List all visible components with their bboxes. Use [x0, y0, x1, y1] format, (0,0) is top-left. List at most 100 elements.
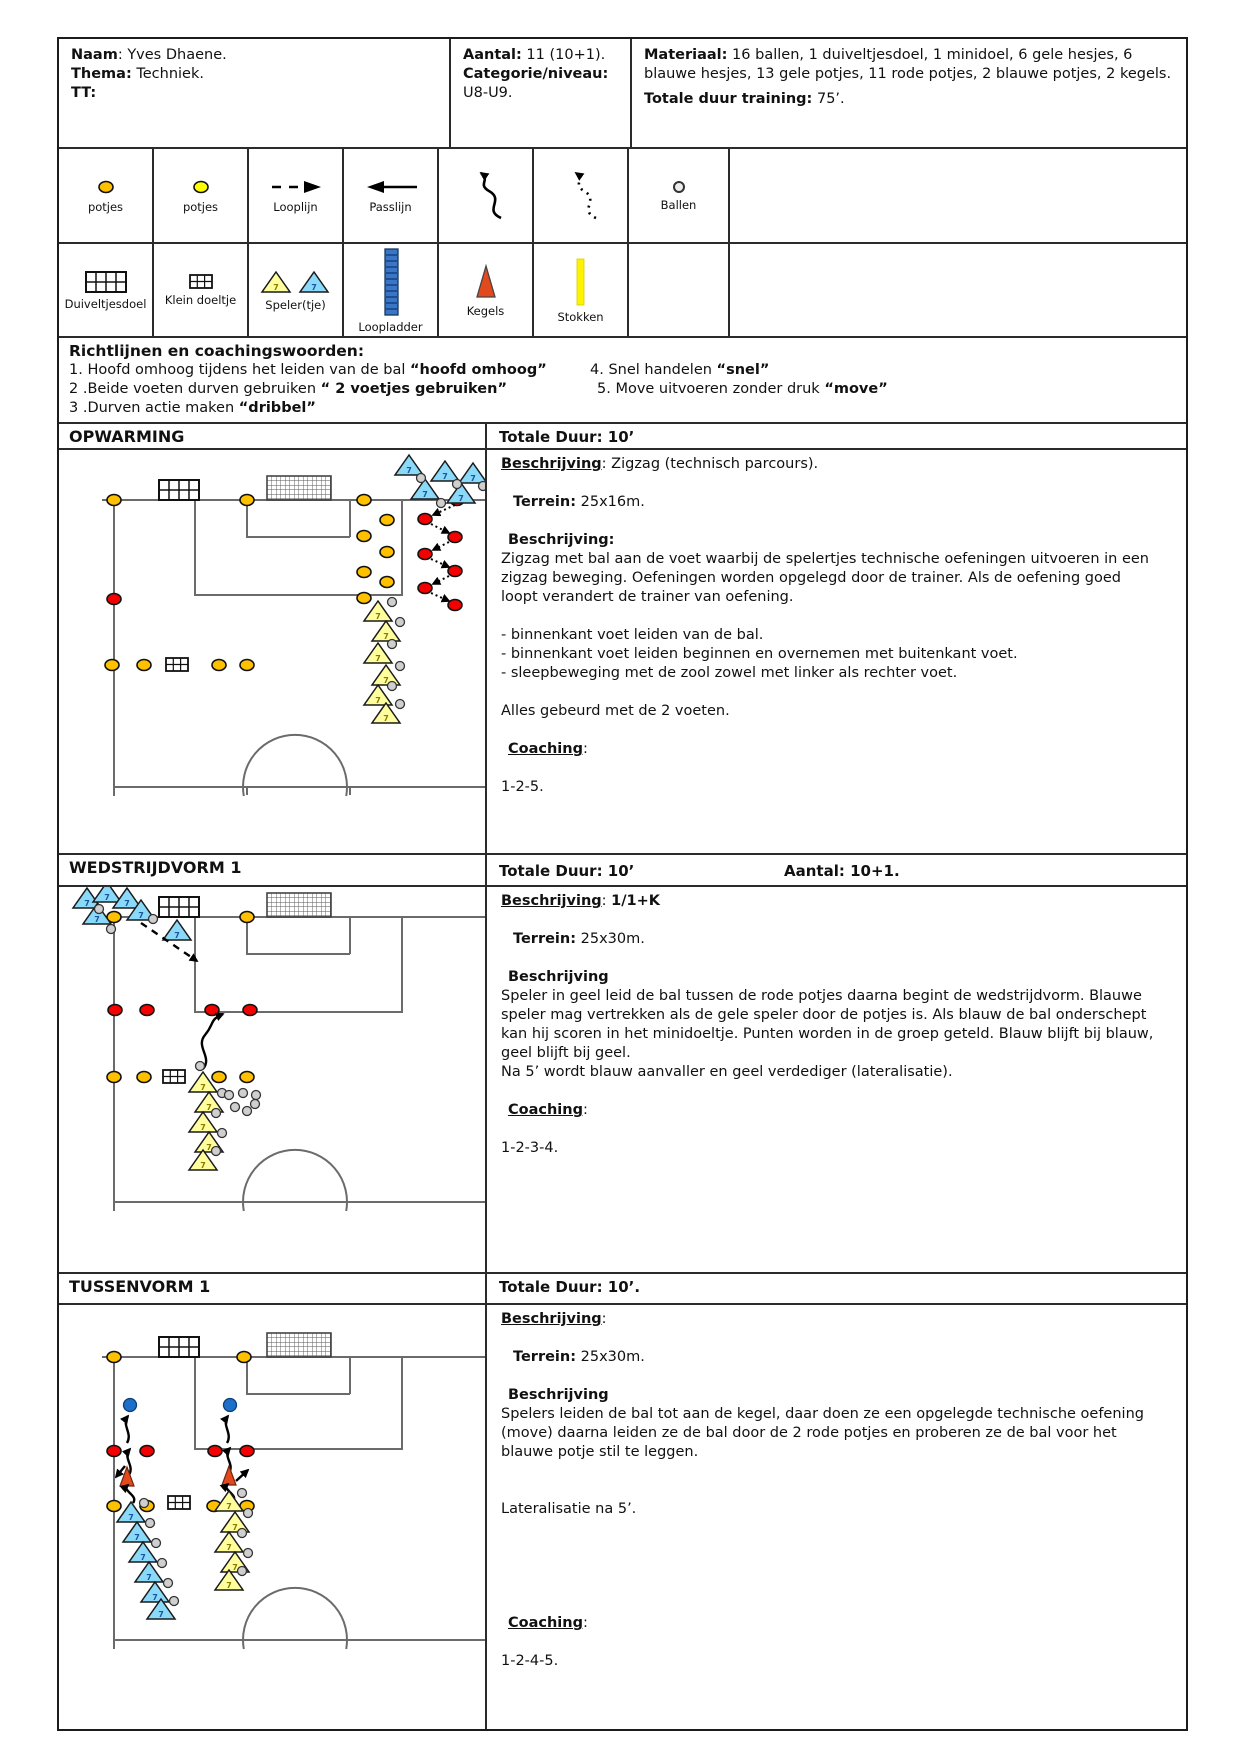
- wedstrijdvorm-header: WEDSTRIJDVORM 1: [59, 855, 487, 887]
- legend-spelertje: Speler(tje): [249, 244, 344, 338]
- opwarming-text-cell: Beschrijving: Zigzag (technisch parcours…: [487, 450, 1186, 855]
- legend-empty-2: [629, 244, 730, 338]
- richtlijn-3: 3 .Durven actie maken: [69, 400, 239, 416]
- opwarming-note: Alles gebeurd met de 2 voeten.: [501, 703, 730, 719]
- solid-arrow-icon: [366, 181, 417, 193]
- legend-passlijn: Passlijn: [344, 149, 439, 244]
- legend-dribbellijn-solid: [439, 149, 534, 244]
- goal-net-icon: [84, 270, 127, 293]
- richtlijn-2: 2 .Beide voeten durven gebruiken: [69, 381, 321, 397]
- legend-label: Passlijn: [369, 200, 412, 214]
- aantal-value: 11 (10+1).: [521, 47, 606, 63]
- materiaal-value: 16 ballen, 1 duiveltjesdoel, 1 minidoel,…: [644, 47, 1172, 82]
- opwarming-duur: Totale Duur: 10’: [499, 428, 635, 446]
- wedstrijdvorm-aantal: Aantal: 10+1.: [784, 862, 900, 880]
- beschrijving2-label: Beschrijving: [508, 1387, 609, 1403]
- legend-stokken: Stokken: [534, 244, 629, 338]
- opwarming-title: OPWARMING: [69, 427, 185, 446]
- tussenvorm-duur: Totale Duur: 10’.: [499, 1278, 641, 1296]
- wedstrijdvorm-coaching-value: 1-2-3-4.: [501, 1140, 559, 1156]
- header-cell-naam: Naam: Yves Dhaene. Thema: Techniek. TT:: [59, 39, 451, 149]
- legend-potjes-orange: potjes: [59, 149, 154, 244]
- opwarming-coaching-value: 1-2-5.: [501, 779, 544, 795]
- ball-icon: [672, 181, 685, 193]
- legend-potjes-yellow: potjes: [154, 149, 249, 244]
- wedstrijdvorm-text-cell: Beschrijving: 1/1+K Terrein: 25x30m. Bes…: [487, 887, 1186, 1274]
- legend-label: Speler(tje): [265, 297, 326, 312]
- cone-icon: [475, 263, 496, 298]
- coaching-label: Coaching: [508, 1615, 583, 1631]
- tussenvorm-field-diagram: [102, 1332, 485, 1650]
- legend-label: potjes: [87, 200, 124, 214]
- wedstrijdvorm-diagram-cell: [59, 887, 487, 1274]
- terrein-label: Terrein:: [513, 494, 577, 510]
- legend-label: Loopladder: [358, 319, 423, 334]
- coaching-label: Coaching: [508, 1102, 583, 1118]
- wedstrijdvorm-duur: Totale Duur: 10’: [499, 862, 635, 880]
- legend-label: Looplijn: [273, 200, 318, 214]
- player-triangles-icon: [260, 270, 329, 293]
- categorie-label: Categorie/niveau:: [463, 66, 609, 82]
- tussenvorm-title: TUSSENVORM 1: [69, 1277, 211, 1296]
- richtlijn-1: 1. Hoofd omhoog tijdens het leiden van d…: [69, 362, 411, 378]
- wedstrijdvorm-paragraph: Speler in geel leid de bal tussen de rod…: [501, 988, 1154, 1061]
- legend-kegels: Kegels: [439, 244, 534, 338]
- legend-dribbellijn-dotted: [534, 149, 629, 244]
- opwarming-paragraph: Zigzag met bal aan de voet waarbij de sp…: [501, 551, 1149, 605]
- tussenvorm-coaching-value: 1-2-4-5.: [501, 1653, 559, 1669]
- terrein-label: Terrein:: [513, 931, 577, 947]
- wedstrijdvorm-paragraph2: Na 5’ wordt blauw aanvaller en geel verd…: [501, 1064, 953, 1080]
- tussenvorm-paragraph: Spelers leiden de bal tot aan de kegel, …: [501, 1406, 1144, 1460]
- tussenvorm-duur-bar: Totale Duur: 10’.: [487, 1274, 1186, 1305]
- materiaal-label: Materiaal:: [644, 47, 728, 63]
- thema-label: Thema:: [71, 66, 132, 82]
- legend-duiveltjesdoel: Duiveltjesdoel: [59, 244, 154, 338]
- richtlijnen-section: Richtlijnen en coachingswoorden: 1. Hoof…: [59, 338, 1186, 424]
- opwarming-bullet: - binnenkant voet leiden van de bal.: [501, 627, 764, 643]
- richtlijn-5: 5. Move uitvoeren zonder druk: [597, 381, 825, 397]
- naam-value: : Yves Dhaene.: [117, 47, 227, 63]
- tt-label: TT:: [71, 85, 97, 101]
- opwarming-header: OPWARMING: [59, 424, 487, 450]
- beschrijving-label: Beschrijving: [501, 1311, 602, 1327]
- small-goal-icon: [165, 657, 189, 672]
- beschrijving-label: Beschrijving: [501, 893, 602, 909]
- beschrijving-label: Beschrijving: [501, 456, 602, 472]
- totale-duur-training-label: Totale duur training:: [644, 91, 813, 107]
- coaching-label: Coaching: [508, 741, 583, 757]
- legend-label: Klein doeltje: [164, 293, 237, 307]
- legend-label: potjes: [182, 200, 219, 214]
- potje-orange-icon: [97, 180, 114, 194]
- goal-net-icon: [158, 479, 200, 501]
- legend-label: Stokken: [557, 309, 604, 324]
- tussenvorm-note: Lateralisatie na 5’.: [501, 1501, 637, 1517]
- richtlijn-4: 4. Snel handelen: [590, 362, 717, 378]
- goal-net-icon: [266, 475, 332, 501]
- legend-empty-1: [730, 149, 1186, 244]
- header-cell-materiaal: Materiaal: 16 ballen, 1 duiveltjesdoel, …: [632, 39, 1186, 149]
- legend-loopladder: Loopladder: [344, 244, 439, 338]
- legend-empty-3: [730, 244, 1186, 338]
- legend-label: Kegels: [466, 303, 505, 318]
- training-sheet-table: Naam: Yves Dhaene. Thema: Techniek. TT: …: [57, 37, 1188, 1731]
- dotted-wavy-arrow-icon: [574, 171, 597, 219]
- terrein-label: Terrein:: [513, 1349, 577, 1365]
- beschrijving2-label: Beschrijving: [508, 969, 609, 985]
- categorie-value: U8-U9.: [463, 85, 513, 101]
- opwarming-bullet: - sleepbeweging met de zool zowel met li…: [501, 665, 958, 681]
- header-cell-aantal: Aantal: 11 (10+1). Categorie/niveau: U8-…: [451, 39, 632, 149]
- beschrijving2-label: Beschrijving:: [508, 532, 615, 548]
- opwarming-diagram-cell: [59, 450, 487, 855]
- naam-label: Naam: [71, 47, 118, 63]
- tussenvorm-text-cell: Beschrijving: Terrein: 25x30m. Beschrijv…: [487, 1305, 1186, 1729]
- opwarming-bullet: - binnenkant voet leiden beginnen en ove…: [501, 646, 1018, 662]
- tussenvorm-header: TUSSENVORM 1: [59, 1274, 487, 1305]
- wedstrijdvorm-title: WEDSTRIJDVORM 1: [69, 858, 242, 877]
- thema-value: Techniek.: [131, 66, 204, 82]
- legend-klein-doeltje: Klein doeltje: [154, 244, 249, 338]
- legend-label: Duiveltjesdoel: [64, 296, 147, 311]
- small-goal-icon: [188, 274, 213, 289]
- stick-icon: [576, 258, 584, 305]
- tussenvorm-diagram-cell: [59, 1305, 487, 1729]
